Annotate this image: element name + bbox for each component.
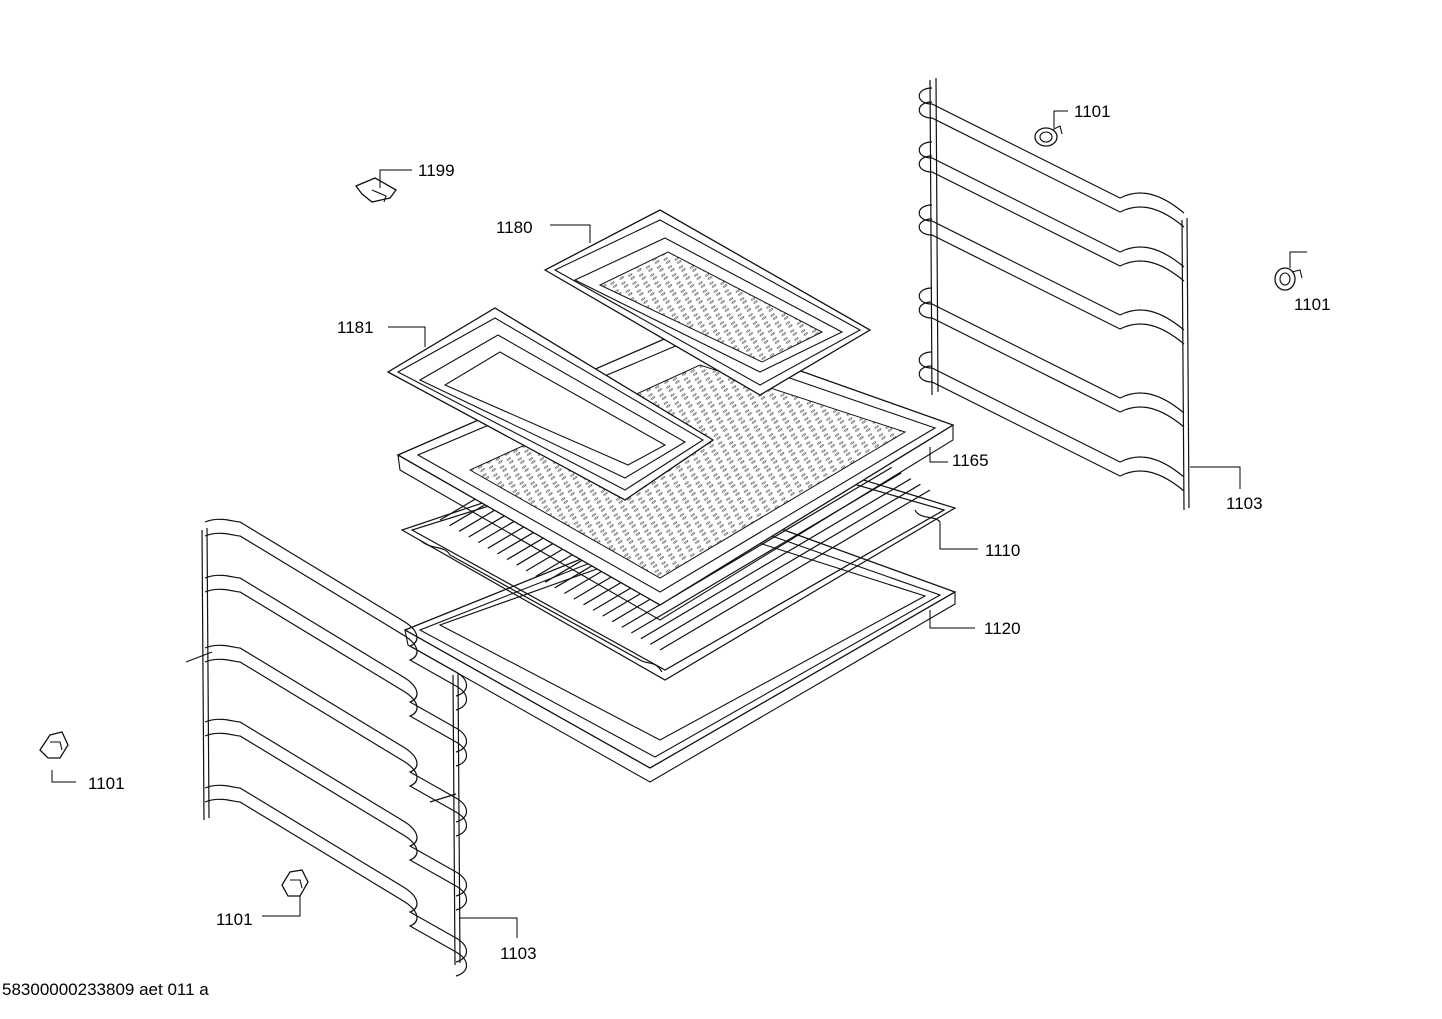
rail-runner [204,574,468,753]
fastener-1101-bottom [281,869,309,897]
leader-lines [51,110,1307,938]
rail-runner [918,101,1185,228]
rail-runner [204,518,468,697]
fastener-1101-left [39,731,69,759]
gastronorm-pan-1181 [386,307,715,501]
callout-1180: 1180 [496,218,533,237]
rail-runner [918,365,1185,492]
rail-runner [918,301,1185,428]
rail-runner [204,588,468,767]
rail-runner [918,287,1185,414]
callout-1120: 1120 [984,619,1021,638]
rail-runner [918,351,1185,478]
callout-1103-right: 1103 [1226,494,1263,513]
rail-runner [918,204,1185,331]
rail-runner [204,658,468,837]
rack-bar [650,483,921,645]
rail-runner [918,155,1185,282]
rail-runner [918,87,1185,214]
rack-bar [659,489,931,651]
rail-runner [204,732,468,911]
rail-runner [204,798,468,977]
callout-1101-left: 1101 [88,774,125,793]
callout-labels: 1101 1199 1180 1101 1181 1165 1103 1110 … [88,102,1331,963]
side-rail-left-1103 [185,518,468,977]
rail-runner [204,532,468,711]
callout-1101-top: 1101 [1074,102,1111,121]
fastener-1101-top [1034,125,1063,147]
side-rail-right-1103 [918,77,1190,511]
callout-1165: 1165 [952,451,989,470]
rail-runner [204,718,468,897]
rack-bar [640,478,912,640]
callout-1103-left: 1103 [500,944,537,963]
callout-1101-right: 1101 [1294,295,1331,314]
callout-1199: 1199 [418,161,455,180]
rail-runner [204,644,468,823]
gastronorm-pan-1180 [543,209,872,396]
callout-1181: 1181 [337,318,374,337]
fastener-1101-right [1274,267,1303,291]
rail-runner [918,141,1185,268]
callout-1101-bottom: 1101 [216,910,253,929]
callout-1110: 1110 [985,541,1020,560]
rail-runner [204,784,468,963]
rail-runner [918,218,1185,345]
baking-tray-1120 [403,504,957,783]
drawing-reference-code: 58300000233809 aet 011 a [2,980,209,999]
clip-1199 [354,177,397,203]
